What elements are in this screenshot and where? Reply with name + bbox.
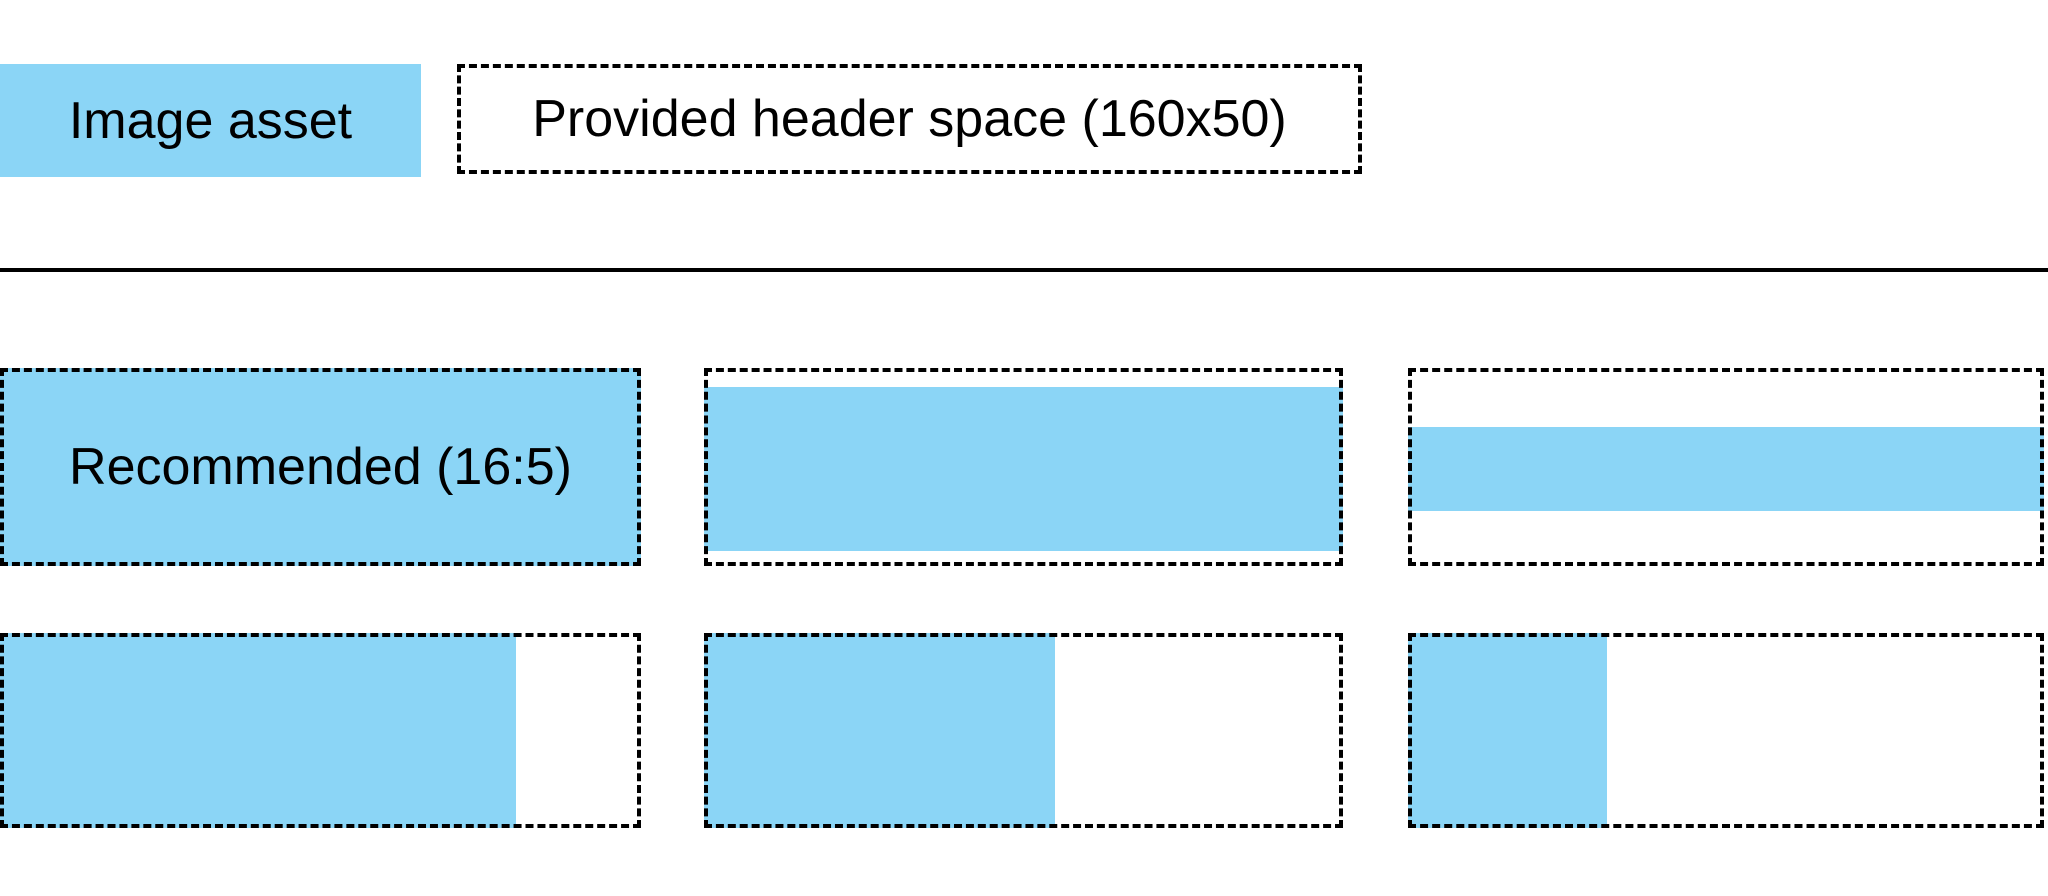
example-cell-full-width-taller (704, 368, 1343, 566)
cell-label-wrap (704, 368, 1343, 566)
example-cell-partial-80 (0, 633, 641, 828)
legend-header-space-label: Provided header space (160x50) (532, 90, 1287, 148)
recommended-label: Recommended (16:5) (69, 438, 572, 496)
legend-image-asset-swatch: Image asset (0, 64, 421, 177)
image-asset-fill (1408, 633, 1608, 828)
cell-label-wrap (1408, 368, 2044, 566)
example-cell-full-width-strip (1408, 368, 2044, 566)
example-cell-partial-55 (704, 633, 1343, 828)
image-asset-fill (704, 387, 1343, 552)
cell-label-wrap: Recommended (16:5) (0, 368, 641, 566)
image-asset-fill (704, 633, 1056, 828)
image-asset-fill (1408, 427, 2044, 511)
example-cell-recommended: Recommended (16:5) (0, 368, 641, 566)
image-asset-fill (0, 368, 641, 566)
cell-label-wrap (0, 633, 641, 828)
cell-label-wrap (1408, 633, 2044, 828)
example-cell-partial-31 (1408, 633, 2044, 828)
cell-label-wrap (704, 633, 1343, 828)
legend-image-asset-label: Image asset (68, 91, 353, 150)
image-asset-fill (0, 633, 516, 828)
legend-header-space-box: Provided header space (160x50) (457, 64, 1362, 174)
section-divider (0, 268, 2048, 272)
